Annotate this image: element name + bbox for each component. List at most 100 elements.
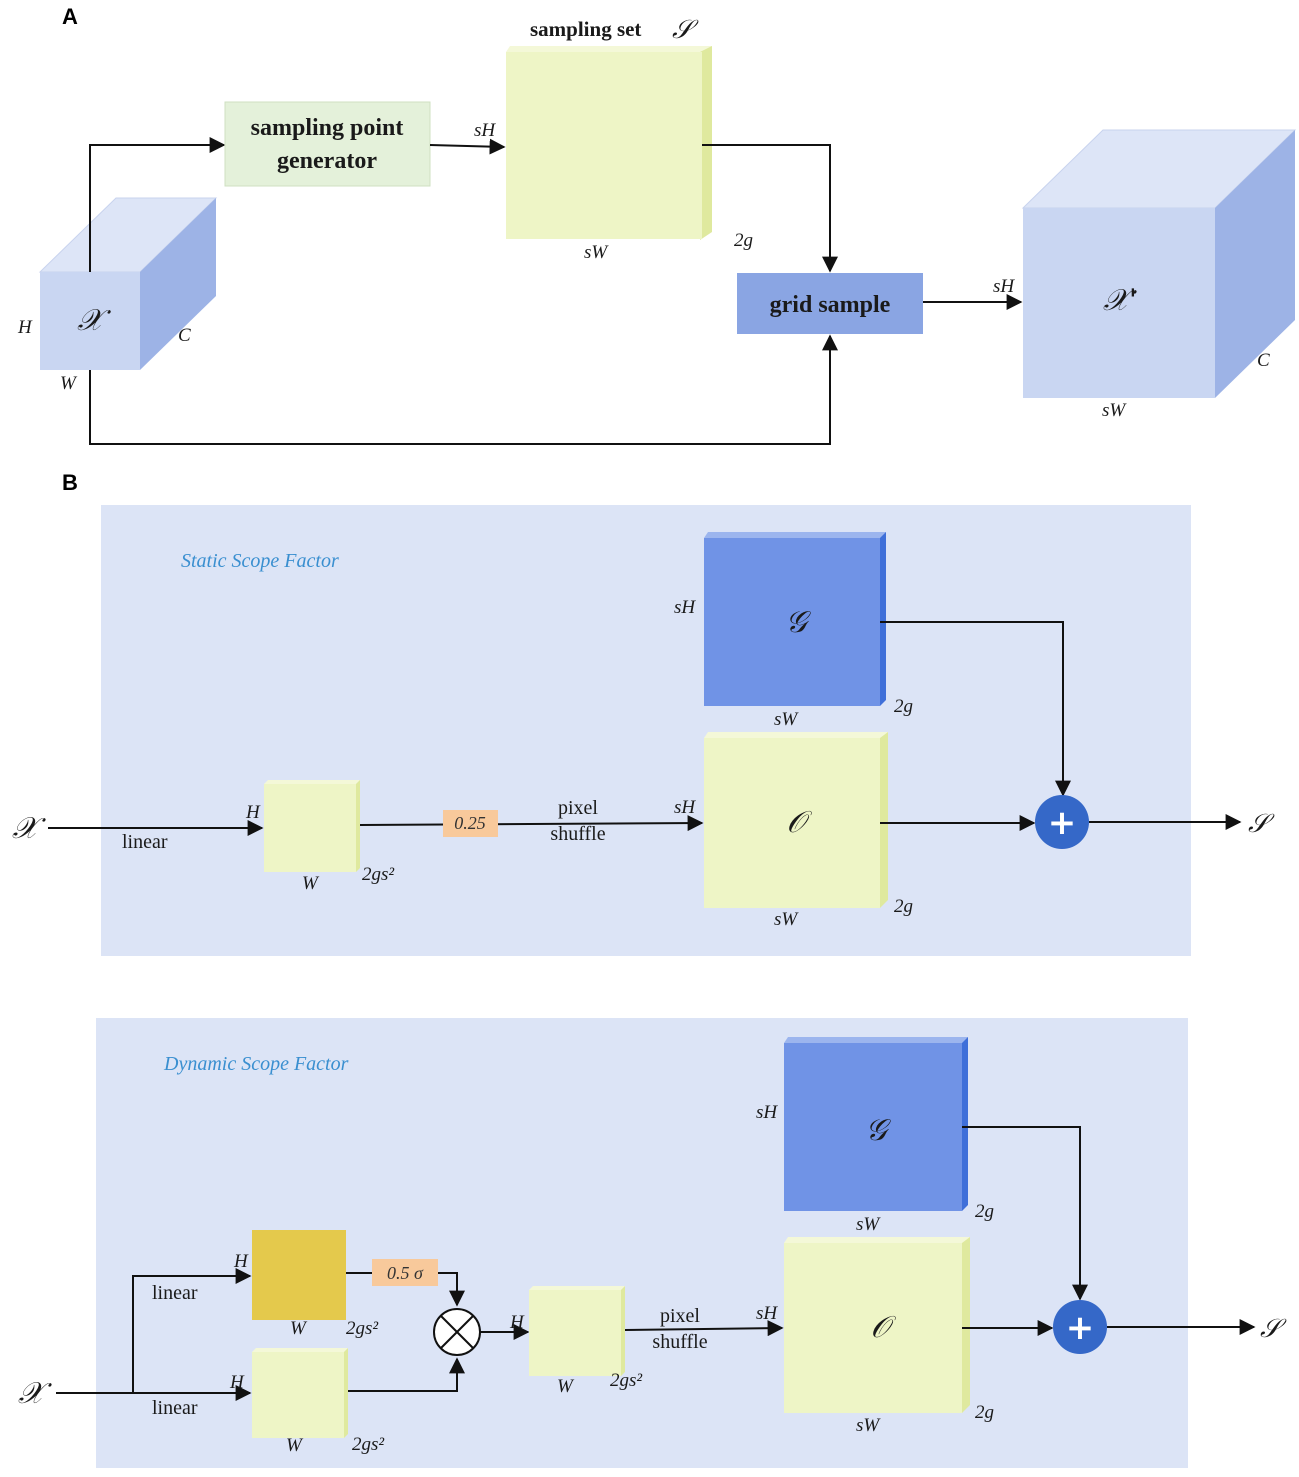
dynamic-feat-depth: 2gs² [352, 1434, 384, 1455]
dynamic-scale-text: 0.5 σ [387, 1263, 424, 1283]
dynamic-g-w: sW [856, 1214, 881, 1235]
input-cube: 𝒳 H W C [17, 197, 218, 394]
dynamic-prod-front [529, 1290, 621, 1376]
generator-label-line1: sampling point [251, 115, 404, 141]
arrow-x-to-grid-sample [89, 334, 838, 445]
dynamic-title: Dynamic Scope Factor [163, 1053, 349, 1075]
static-output-symbol: 𝒮 [1248, 809, 1275, 839]
static-plus-circle [1035, 795, 1089, 849]
output-w-label: sW [1102, 400, 1127, 421]
dynamic-linear-bottom: linear [152, 1397, 198, 1419]
static-o-h: sH [674, 797, 696, 818]
static-arrow-to-offset [359, 815, 704, 832]
dynamic-prod-h: H [509, 1312, 525, 1333]
input-cube-side [140, 198, 216, 370]
dynamic-g-top [784, 1037, 968, 1043]
static-feat-side [356, 780, 360, 872]
generator-label-line2: generator [277, 148, 377, 174]
dynamic-output-symbol: 𝒮 [1260, 1314, 1287, 1344]
output-cube-front [1023, 208, 1215, 398]
dynamic-g-depth: 2g [975, 1201, 994, 1222]
set-front [506, 52, 702, 239]
dynamic-o-w: sW [856, 1415, 881, 1436]
arrow-x-to-generator [89, 137, 226, 272]
panel-b-letter: B [62, 470, 78, 495]
static-linear-label: linear [122, 831, 168, 853]
static-feat-h: H [245, 802, 261, 823]
dynamic-plus-sign: + [1066, 1308, 1095, 1348]
dynamic-shuffle-line2: shuffle [652, 1331, 707, 1353]
grid-sample: grid sample [737, 273, 923, 334]
static-scope-panel: Static Scope Factor 𝒳 linear H W 2gs² 0.… [12, 505, 1275, 956]
dynamic-g-h: sH [756, 1102, 778, 1123]
output-cube-side [1215, 130, 1295, 398]
static-shuffle-line2: shuffle [550, 823, 605, 845]
input-c-label: C [178, 325, 191, 346]
dynamic-g-front [784, 1043, 962, 1211]
dynamic-multiply-node [433, 1308, 481, 1356]
grid-sample-box [737, 273, 923, 334]
arrow-generator-to-set [429, 138, 506, 155]
sampling-set: sampling set 𝒮 sH sW 2g [474, 15, 753, 263]
static-g-h: sH [674, 597, 696, 618]
output-cube: 𝒳' sH sW C [993, 129, 1297, 421]
dynamic-feat-front [252, 1352, 344, 1438]
output-h-label: sH [993, 276, 1015, 297]
dynamic-feat-h: H [229, 1372, 245, 1393]
dynamic-arrow-to-offset [624, 1320, 784, 1337]
static-panel-bg [101, 505, 1191, 956]
arrow-set-to-grid-sample [702, 144, 838, 273]
dynamic-input-symbol: 𝒳 [18, 1376, 52, 1411]
static-feat-front [264, 784, 356, 872]
dynamic-arrow-g-to-plus [962, 1126, 1088, 1301]
dynamic-arrow-input-top [132, 1268, 252, 1393]
dynamic-g-side [962, 1037, 968, 1211]
dynamic-o-front [784, 1243, 962, 1413]
dynamic-gate-box [252, 1230, 346, 1320]
set-w-label: sW [584, 242, 609, 263]
static-o-depth: 2g [894, 896, 913, 917]
input-cube-front [40, 272, 140, 370]
panel-a: A 𝒳 H W C sampling point generator sampl… [17, 4, 1297, 445]
dynamic-plus-circle [1053, 1300, 1107, 1354]
generator-box [224, 101, 431, 187]
sampling-point-generator: sampling point generator [224, 101, 431, 187]
sampling-set-symbol: 𝒮 [672, 15, 699, 45]
sampling-set-label: sampling set [530, 17, 641, 41]
set-top [506, 46, 712, 52]
dynamic-o-top [784, 1237, 970, 1243]
input-w-label: W [60, 373, 78, 394]
static-shuffle-line1: pixel [558, 797, 598, 819]
static-o-front [704, 738, 880, 908]
dynamic-arrow-feat-to-mult [348, 1357, 465, 1392]
set-depth-label: 2g [734, 230, 753, 251]
static-title: Static Scope Factor [181, 550, 339, 572]
input-h-label: H [17, 317, 33, 338]
dynamic-o-h: sH [756, 1303, 778, 1324]
dynamic-feat-w: W [286, 1435, 304, 1456]
dynamic-o-depth: 2g [975, 1402, 994, 1423]
dynamic-gate-w: W [290, 1318, 308, 1339]
static-input-symbol: 𝒳 [12, 811, 46, 846]
static-o-w: sW [774, 909, 799, 930]
static-feat-w: W [302, 873, 320, 894]
static-plus-sign: + [1048, 803, 1077, 843]
dynamic-scope-panel: Dynamic Scope Factor 𝒳 linear linear H W… [18, 1018, 1287, 1468]
static-g-side [880, 532, 886, 706]
output-c-label: C [1257, 350, 1270, 371]
static-o-side [880, 732, 888, 908]
static-arrow-g-to-plus [880, 621, 1071, 797]
static-feat-depth: 2gs² [362, 864, 394, 885]
static-g-front [704, 538, 880, 706]
dynamic-gate-depth: 2gs² [346, 1318, 378, 1339]
static-scale-badge [443, 810, 498, 837]
dynamic-prod-top [529, 1286, 625, 1290]
dynamic-prod-depth: 2gs² [610, 1370, 642, 1391]
static-feat-top [264, 780, 360, 784]
static-g-depth: 2g [894, 696, 913, 717]
dynamic-prod-side [621, 1286, 625, 1376]
grid-sample-label: grid sample [770, 292, 891, 318]
set-h-label: sH [474, 120, 496, 141]
dynamic-shuffle-line1: pixel [660, 1305, 700, 1327]
